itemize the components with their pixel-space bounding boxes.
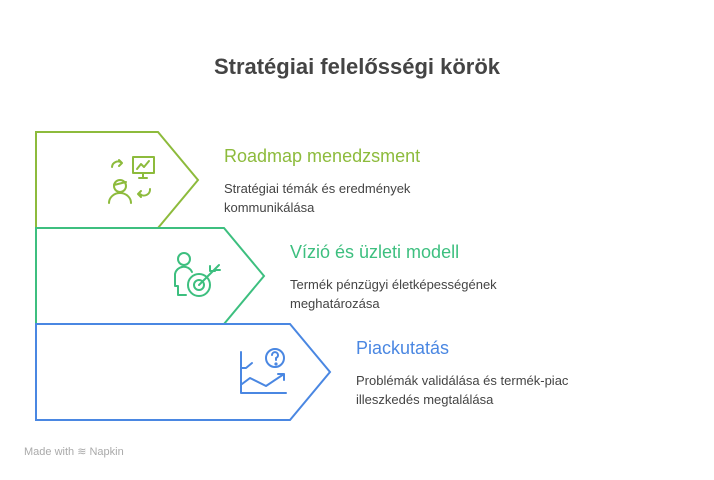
- made-with-napkin-footer[interactable]: Made with ≋ Napkin: [24, 445, 124, 458]
- roadmap-heading: Roadmap menedzsment: [224, 146, 421, 166]
- roadmap-description: Stratégiai témák és eredmények kommuniká…: [224, 179, 484, 217]
- chart-question-icon: [240, 348, 287, 394]
- vision-desc-line2: meghatározása: [290, 296, 380, 311]
- market-heading: Piackutatás: [356, 338, 450, 358]
- footer-prefix: Made with: [24, 446, 75, 458]
- roadmap-desc-line1: Stratégiai témák és eredmények: [224, 181, 411, 196]
- footer-brand: Napkin: [89, 446, 124, 458]
- vision-desc-line1: Termék pénzügyi életképességének: [290, 277, 497, 292]
- person-target-icon: [174, 252, 221, 297]
- market-description: Problémák validálása és termék-piac ille…: [356, 371, 616, 409]
- roadmap-desc-line2: kommunikálása: [224, 200, 315, 215]
- step-shape-vision: [35, 227, 266, 325]
- market-desc-line2: illeszkedés megtalálása: [356, 392, 494, 407]
- market-desc-line1: Problémák validálása és termék-piac: [356, 373, 569, 388]
- step-shape-market: [35, 323, 332, 421]
- page-title: Stratégiai felelősségi körök: [213, 54, 501, 79]
- vision-heading: Vízió és üzleti modell: [290, 242, 460, 262]
- vision-description: Termék pénzügyi életképességének meghatá…: [290, 275, 550, 313]
- napkin-logo-icon: ≋: [77, 446, 87, 458]
- presentation-person-icon: [108, 156, 155, 204]
